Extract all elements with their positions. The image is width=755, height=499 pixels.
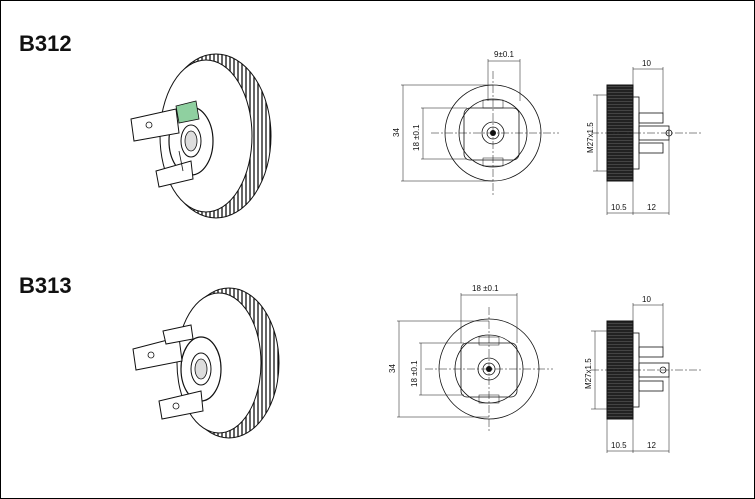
model-label-b313: B313: [19, 273, 72, 298]
dimension-label: 10: [642, 295, 651, 304]
b313-perspective-view: [132, 287, 280, 439]
dimension-label: 18 ±0.1: [410, 360, 419, 387]
dimension-label: 34: [388, 364, 397, 373]
b312-perspective-view: [130, 53, 272, 219]
dimension-label: M27x1.5: [586, 122, 595, 153]
dimension-label: 18 ±0.1: [472, 284, 499, 293]
dimension-label: 9±0.1: [494, 50, 515, 59]
dimension-label: 12: [647, 441, 656, 450]
dimension-label: 34: [392, 128, 401, 137]
dimension-label: 18 ±0.1: [412, 124, 421, 151]
dimension-label: 12: [647, 203, 656, 212]
dimension-label: M27x1.5: [584, 358, 593, 389]
b313-front-view: 18 ±0.1 18 ±0.1 34: [388, 284, 553, 431]
dimension-label: 10.5: [611, 441, 627, 450]
dimension-label: 10.5: [611, 203, 627, 212]
b312-side-view: 10 M27x1.5 10.5 12: [586, 59, 703, 215]
b313-side-view: 10 M27x1.5 10.5 12: [584, 295, 703, 453]
model-label-b312: B312: [19, 31, 72, 56]
dimension-label: 10: [642, 59, 651, 68]
b312-front-view: 9±0.1 18 ±0.1 34: [392, 50, 559, 195]
